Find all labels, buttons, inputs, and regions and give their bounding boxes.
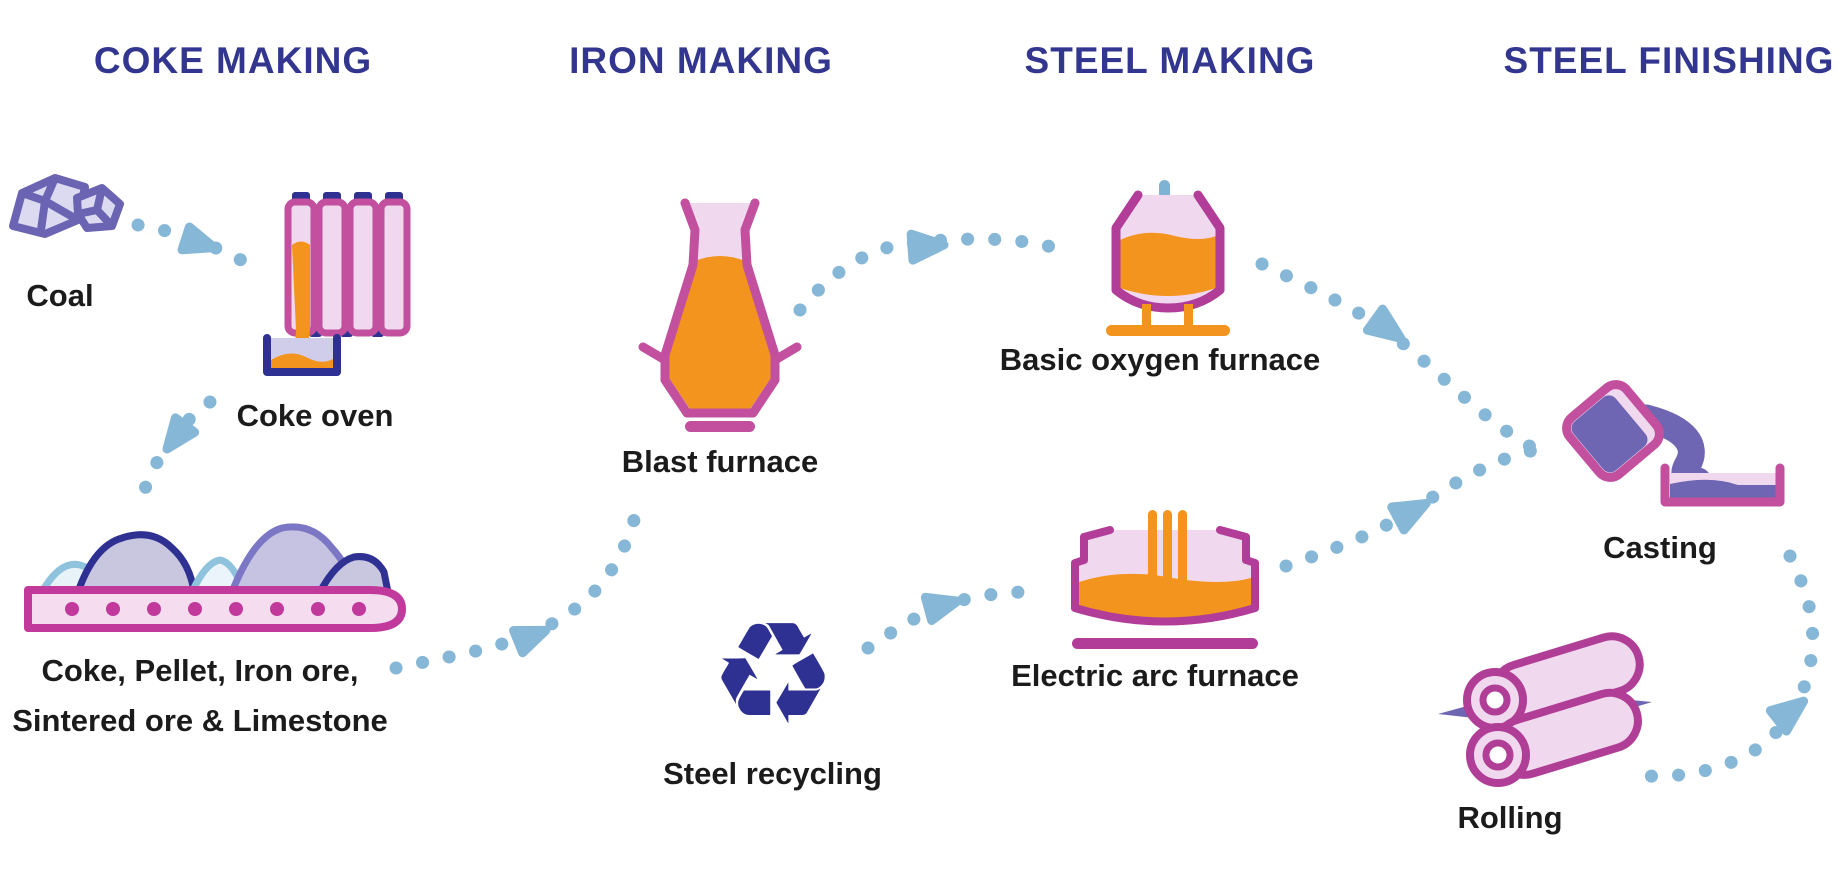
arrow-blast-furnace-to-basic-oxygen-furnace xyxy=(793,229,1069,317)
arrow-coal-to-coke-oven xyxy=(131,218,259,273)
raw-materials-label-line2: Sintered ore & Limestone xyxy=(12,703,388,738)
coke-oven-icon xyxy=(238,190,438,390)
arrow-casting-to-rolling xyxy=(1641,549,1820,783)
basic-oxygen-furnace-label: Basic oxygen furnace xyxy=(999,342,1321,377)
blast-furnace-label: Blast furnace xyxy=(621,444,819,479)
blast-furnace-icon xyxy=(635,195,815,440)
raw-materials-label: Coke, Pellet, Iron ore, Sintered ore & L… xyxy=(0,646,400,746)
rolling-label: Rolling xyxy=(1457,800,1563,835)
stage-header-iron-making: IRON MAKING xyxy=(569,40,833,81)
coke-oven-label: Coke oven xyxy=(236,398,394,433)
raw-materials-conveyor-icon xyxy=(20,468,410,638)
coal-icon xyxy=(5,168,130,263)
stage-header-steel-making: STEEL MAKING xyxy=(1024,40,1316,81)
recycling-icon: ♻ xyxy=(709,592,837,757)
steel-recycling-label: Steel recycling xyxy=(663,756,882,791)
electric-arc-furnace-icon xyxy=(1062,500,1267,655)
stage-header-steel-finishing: STEEL FINISHING xyxy=(1503,40,1835,81)
arrow-raw-materials-to-blast-furnace xyxy=(389,498,645,675)
coal-label: Coal xyxy=(26,278,94,313)
raw-materials-label-line1: Coke, Pellet, Iron ore, xyxy=(41,653,359,688)
casting-icon xyxy=(1560,372,1800,522)
casting-label: Casting xyxy=(1603,530,1717,565)
basic-oxygen-furnace-icon xyxy=(1100,178,1240,343)
rolling-icon xyxy=(1430,618,1660,798)
electric-arc-furnace-label: Electric arc furnace xyxy=(1011,658,1299,693)
arrow-steel-recycling-to-electric-arc-furnace xyxy=(861,585,1049,655)
arrow-electric-arc-furnace-to-casting xyxy=(1279,443,1542,573)
stage-header-coke-making: COKE MAKING xyxy=(93,40,373,81)
